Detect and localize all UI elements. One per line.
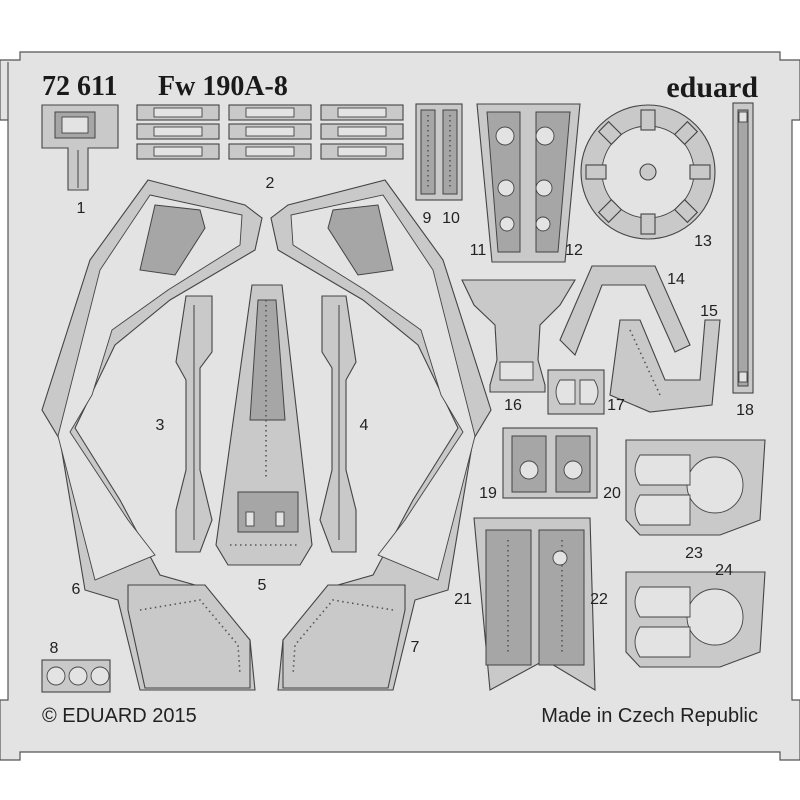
part-1 <box>41 104 119 191</box>
label-19: 19 <box>479 485 497 502</box>
label-1: 1 <box>77 200 86 217</box>
part-5 <box>215 284 313 566</box>
part-17 <box>547 369 605 415</box>
part-8 <box>41 659 111 693</box>
brand-logo: eduard <box>666 71 758 104</box>
label-9: 9 <box>423 210 432 227</box>
origin-text: Made in Czech Republic <box>541 705 758 727</box>
part-15 <box>609 319 721 413</box>
label-8: 8 <box>50 640 59 657</box>
part-24 <box>625 571 766 668</box>
label-13: 13 <box>694 233 712 250</box>
part-4 <box>319 295 357 553</box>
kit-model-name: Fw 190A-8 <box>158 71 288 102</box>
part-19-20 <box>502 427 598 499</box>
label-5: 5 <box>258 577 267 594</box>
part-7 <box>270 179 492 691</box>
label-12: 12 <box>565 242 583 259</box>
label-11: 11 <box>470 242 487 259</box>
label-18: 18 <box>736 402 754 419</box>
label-16: 16 <box>504 397 522 414</box>
label-10: 10 <box>442 210 460 227</box>
kit-number: 72 611 <box>42 71 117 102</box>
label-2: 2 <box>266 175 275 192</box>
label-20: 20 <box>603 485 621 502</box>
part-16 <box>461 279 576 393</box>
part-11-12 <box>476 103 581 263</box>
label-15: 15 <box>700 303 718 320</box>
part-14 <box>559 265 691 356</box>
label-7: 7 <box>411 639 420 656</box>
label-4: 4 <box>360 417 369 434</box>
label-17: 17 <box>607 397 625 414</box>
part-13 <box>580 104 716 240</box>
part-3 <box>175 295 213 553</box>
part-9-10 <box>415 103 463 201</box>
label-21: 21 <box>454 591 472 608</box>
part-23 <box>625 439 766 536</box>
label-23: 23 <box>685 545 703 562</box>
part-21-22 <box>473 517 596 691</box>
label-6: 6 <box>72 581 81 598</box>
label-3: 3 <box>156 417 165 434</box>
label-14: 14 <box>667 271 685 288</box>
part-18 <box>732 102 754 394</box>
part-labels: 1 2 3 4 5 6 7 8 9 10 11 12 13 14 15 16 1… <box>50 175 754 657</box>
part-2 <box>136 104 404 160</box>
label-24: 24 <box>715 562 733 579</box>
copyright-text: © EDUARD 2015 <box>42 705 197 727</box>
label-22: 22 <box>590 591 608 608</box>
part-6 <box>41 179 263 691</box>
